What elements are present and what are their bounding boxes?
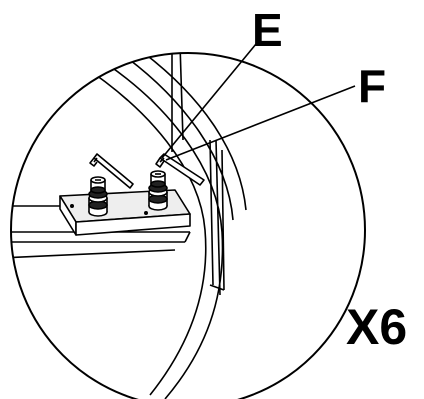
mounting-plate <box>59 189 191 236</box>
label-part-f: F <box>358 60 386 112</box>
shelf-board <box>11 205 191 259</box>
leader-line-e <box>161 43 257 159</box>
detail-circle <box>10 52 366 399</box>
label-quantity: X6 <box>346 299 407 355</box>
detail-circle-contents <box>11 53 247 399</box>
hex-key-left <box>89 153 134 189</box>
cam-connector-right <box>148 170 168 211</box>
label-part-e: E <box>252 4 283 56</box>
leader-line-f <box>165 85 356 161</box>
curved-rails <box>79 53 247 399</box>
cam-connector-left <box>88 176 108 217</box>
hex-key-right <box>155 153 205 186</box>
